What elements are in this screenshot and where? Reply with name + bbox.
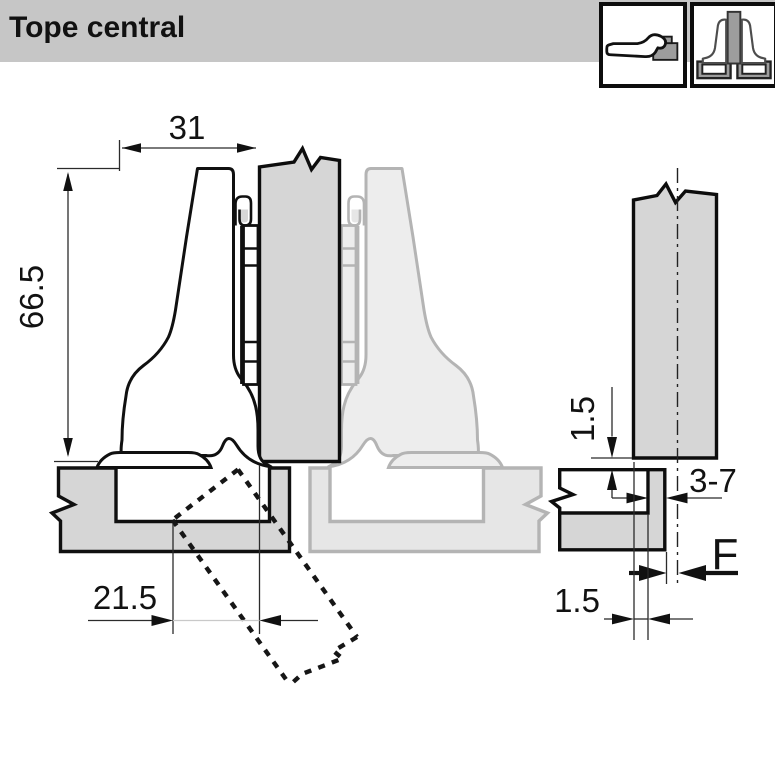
dim-1-5-vertical: 1.5 [564,387,632,498]
dim-1-5-bottom: 1.5 [554,462,693,640]
door-panel-end [631,180,719,460]
twin-hinges-central-panel-icon [690,2,775,88]
dim-F: F [629,530,738,584]
right-view: 1.5 3-7 F [547,168,738,640]
dim-label-66-5: 66.5 [13,265,50,329]
dim-3-7: 3-7 [612,462,737,504]
dim-label-1-5-v: 1.5 [564,396,601,442]
hinge-side-profile-icon [599,2,687,88]
dim-label-F: F [712,530,739,579]
dim-label-1-5-h: 1.5 [554,582,600,619]
dim-label-3-7: 3-7 [689,462,737,499]
dim-label-31: 31 [169,109,206,146]
dim-label-21-5: 21.5 [93,579,157,616]
dim-21-5: 21.5 [88,465,318,634]
dim-66-5: 66.5 [13,167,120,463]
central-panel [257,144,342,464]
dim-31: 31 [118,109,256,171]
hinge-side-profile-glyph [605,33,679,61]
ghost-hinge-assembly [310,168,548,552]
drill-bit-dashed [170,467,359,687]
page-title: Tope central [9,11,186,44]
left-view: 31 66.5 21.5 [13,109,548,687]
twin-hinges-glyph [696,10,772,80]
side-panel-step [547,468,667,552]
